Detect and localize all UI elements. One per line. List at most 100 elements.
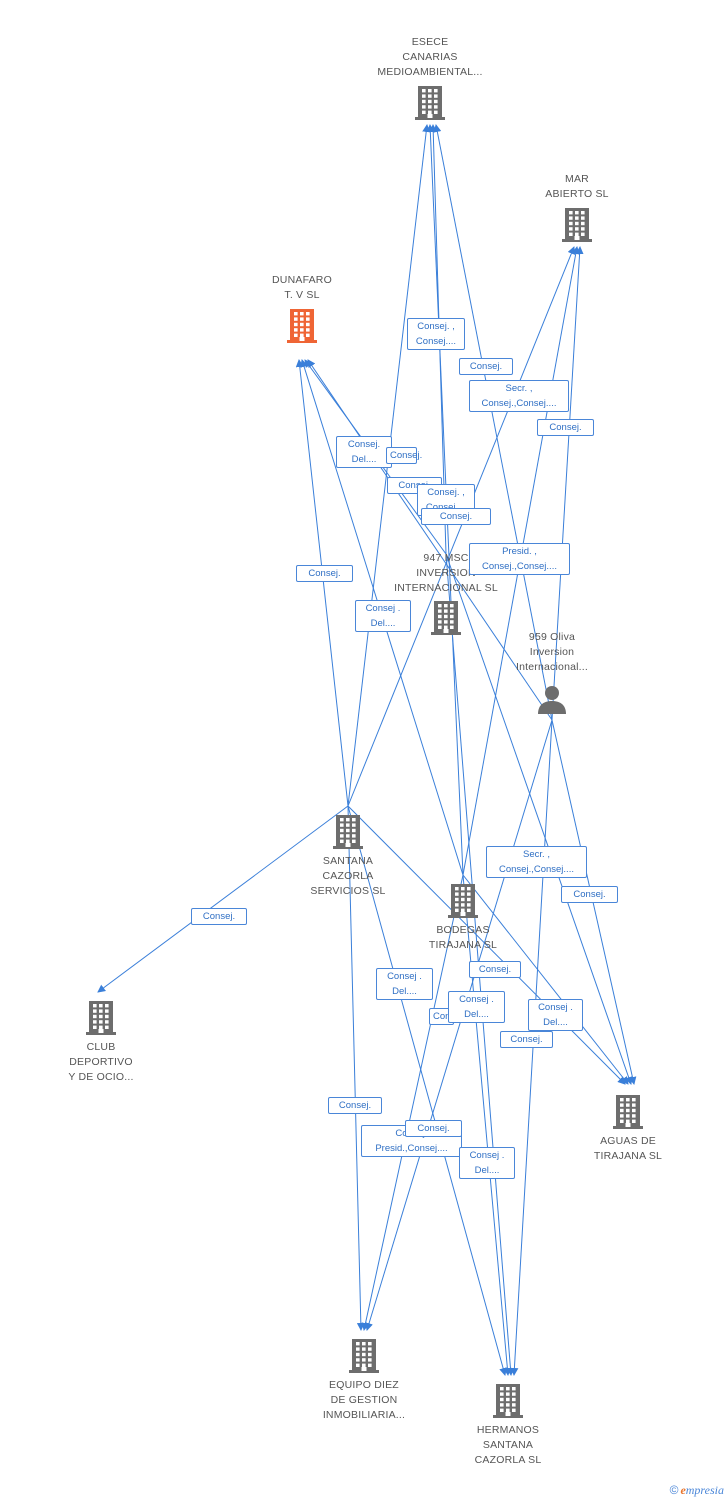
node-label-equipo[interactable]: EQUIPO DIEZ DE GESTION INMOBILIARIA... bbox=[289, 1378, 439, 1423]
edge-role-label[interactable]: Consej . Del.... bbox=[355, 600, 411, 632]
node-label-bodegas[interactable]: BODEGAS TIRAJANA SL bbox=[388, 923, 538, 953]
edge-santana-to-mar bbox=[347, 246, 576, 807]
node-label-line: INTERNACIONAL SL bbox=[394, 582, 498, 594]
brand-name: mpresia bbox=[685, 1483, 724, 1497]
edge-role-label-line: Consej. bbox=[549, 422, 582, 433]
node-label-line: AGUAS DE bbox=[600, 1135, 656, 1147]
node-label-line: MEDIOAMBIENTAL... bbox=[377, 66, 483, 78]
node-label-line: ABIERTO SL bbox=[545, 188, 609, 200]
edge-santana-to-equipo bbox=[347, 805, 365, 1331]
node-label-line: DE GESTION bbox=[330, 1394, 398, 1406]
edge-oliva959-to-esece bbox=[433, 124, 553, 721]
edge-oliva959-to-mar bbox=[551, 246, 584, 721]
building-icon-mar[interactable] bbox=[562, 208, 592, 247]
building-icon-club[interactable] bbox=[86, 1001, 116, 1040]
edge-role-label-line: Consej. bbox=[478, 964, 512, 975]
edge-role-label-line: Consej.,Consej.... bbox=[482, 561, 557, 572]
node-label-line: TIRAJANA SL bbox=[593, 1150, 663, 1162]
edge-role-label-line: Consej.,Consej.... bbox=[499, 864, 574, 875]
node-label-line: CLUB bbox=[86, 1041, 116, 1053]
edge-role-label[interactable]: Secr. , Consej.,Consej.... bbox=[486, 846, 587, 878]
edge-santana-to-dunafaro bbox=[295, 359, 349, 807]
node-label-line: SERVICIOS SL bbox=[310, 885, 386, 897]
edge-role-label[interactable]: Presid. , Consej.,Consej.... bbox=[469, 543, 570, 575]
person-icon-oliva959[interactable] bbox=[537, 685, 567, 720]
edge-bodegas-to-hermanos bbox=[462, 874, 512, 1376]
edge-role-label[interactable]: Consej. bbox=[459, 358, 513, 375]
building-icon-bodegas[interactable] bbox=[448, 884, 478, 923]
building-icon-dunafaro[interactable] bbox=[287, 309, 317, 348]
edge-role-label-line: Consej . bbox=[365, 603, 401, 614]
node-label-line: T. V SL bbox=[284, 289, 320, 301]
edge-role-label[interactable]: Consej. bbox=[500, 1031, 553, 1048]
node-label-line: EQUIPO DIEZ bbox=[329, 1379, 399, 1391]
edge-role-label[interactable]: Consej .Del.... bbox=[376, 968, 433, 1000]
edge-role-label-line: Del.... bbox=[351, 454, 377, 465]
edge-role-label-line: Consej . bbox=[387, 971, 422, 982]
edge-role-label-line: Secr. , bbox=[523, 849, 550, 860]
edge-msc947-to-aguas bbox=[445, 553, 633, 1085]
edge-santana-to-club bbox=[97, 805, 349, 993]
edge-role-label-line: Consej . bbox=[538, 1002, 573, 1013]
edge-role-label[interactable]: Consej. bbox=[469, 961, 521, 978]
brand-watermark: ©empresia bbox=[670, 1483, 724, 1498]
edge-role-label-line: Presid.,Consej.... bbox=[375, 1143, 448, 1154]
node-label-line: Y DE OCIO... bbox=[68, 1071, 134, 1083]
node-label-line: DUNAFARO bbox=[272, 274, 332, 286]
node-label-line: INMOBILIARIA... bbox=[322, 1409, 406, 1421]
edge-role-label[interactable]: Consej. ,Consej.... bbox=[407, 318, 465, 350]
edge-role-label[interactable]: Consej. bbox=[421, 508, 491, 525]
edge-role-label[interactable]: Consej. bbox=[191, 908, 247, 925]
edge-role-label-line: Consej. bbox=[338, 1100, 372, 1111]
edge-role-label-line: Consej.... bbox=[421, 500, 471, 515]
building-icon-santana[interactable] bbox=[333, 815, 363, 854]
node-label-line: 947 MSC bbox=[423, 552, 469, 564]
building-icon-msc947[interactable] bbox=[431, 601, 461, 640]
edge-role-label-line: Del.... bbox=[543, 1017, 568, 1028]
building-icon-esece[interactable] bbox=[415, 86, 445, 125]
edge-role-label[interactable]: Consej . Del.... bbox=[528, 999, 583, 1031]
edge-oliva959-to-dunafaro bbox=[307, 359, 553, 721]
edge-role-label-line: Presid. , bbox=[502, 546, 537, 557]
node-label-line: CAZORLA bbox=[322, 870, 374, 882]
node-label-line: BODEGAS bbox=[436, 924, 490, 936]
edge-role-label-line: Del.... bbox=[464, 1009, 489, 1020]
node-label-line: Inversion bbox=[529, 646, 575, 658]
building-icon-equipo[interactable] bbox=[349, 1339, 379, 1378]
edge-role-label[interactable]: Consej .Del.... bbox=[459, 1147, 515, 1179]
node-label-hermanos[interactable]: HERMANOS SANTANA CAZORLA SL bbox=[433, 1423, 583, 1468]
node-label-line: TIRAJANA SL bbox=[428, 939, 498, 951]
edge-role-label[interactable]: Consej. bbox=[328, 1097, 382, 1114]
edge-role-label[interactable]: Consej. bbox=[537, 419, 594, 436]
edge-oliva959-to-equipo bbox=[365, 719, 553, 1331]
building-icon-hermanos[interactable] bbox=[493, 1384, 523, 1423]
node-label-dunafaro[interactable]: DUNAFARO T. V SL bbox=[227, 273, 377, 303]
node-label-line: 959 Oliva bbox=[528, 631, 576, 643]
edge-role-label-line: Consej. bbox=[398, 480, 431, 491]
edge-role-label-line: Consej.,Consej.... bbox=[481, 398, 557, 409]
edge-role-label-line: Consej. bbox=[439, 511, 473, 522]
node-label-line: HERMANOS bbox=[476, 1424, 540, 1436]
edge-role-label[interactable]: Consej. bbox=[405, 1120, 462, 1137]
node-label-line: CAZORLA SL bbox=[474, 1454, 542, 1466]
edge-role-label[interactable]: Consej. bbox=[386, 447, 422, 464]
node-label-line: CANARIAS bbox=[402, 51, 458, 63]
edge-role-label-line: Del.... bbox=[370, 618, 396, 629]
edge-role-label[interactable]: Consej. bbox=[296, 565, 353, 582]
node-label-line: SANTANA bbox=[482, 1439, 534, 1451]
building-icon-aguas[interactable] bbox=[613, 1095, 643, 1134]
edge-role-label[interactable]: Consej.Del.... bbox=[336, 436, 392, 468]
edge-role-label[interactable]: Secr. ,Consej.,Consej.... bbox=[469, 380, 569, 412]
edge-role-label[interactable]: Consej .Del.... bbox=[448, 991, 505, 1023]
edge-role-label[interactable]: Consej. bbox=[561, 886, 618, 903]
edge-role-label-line: Del.... bbox=[474, 1165, 500, 1176]
node-label-aguas[interactable]: AGUAS DE TIRAJANA SL bbox=[553, 1134, 703, 1164]
